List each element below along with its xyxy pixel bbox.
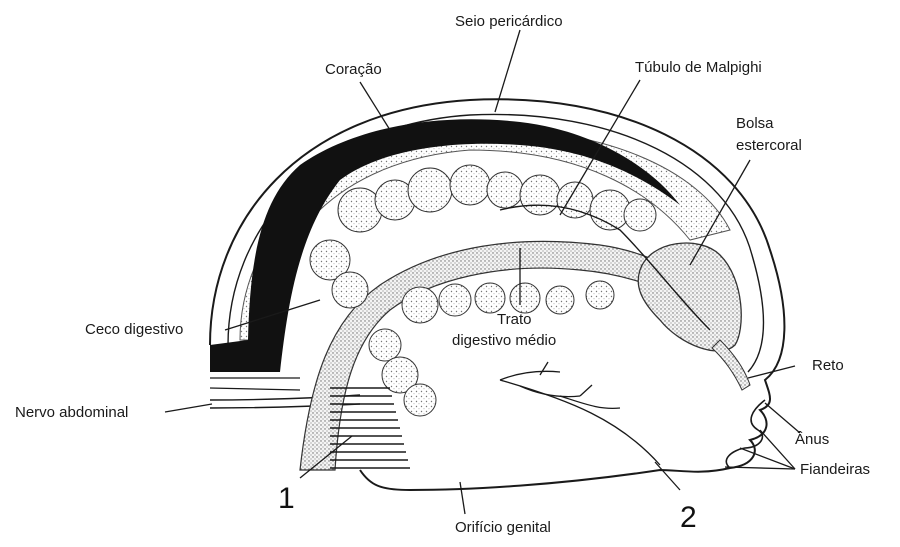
label-fiandeiras: Fiandeiras — [800, 461, 870, 478]
label-coracao: Coração — [325, 61, 382, 78]
label-tubulo-malpighi: Túbulo de Malpighi — [635, 59, 762, 76]
label-ceco-digestivo: Ceco digestivo — [85, 321, 183, 338]
label-nervo-abdominal: Nervo abdominal — [15, 404, 128, 421]
marker-2: 2 — [680, 501, 697, 534]
label-bolsa-line2: estercoral — [736, 137, 802, 154]
label-anus: Ânus — [795, 431, 829, 448]
label-reto: Reto — [812, 357, 844, 374]
marker-1: 1 — [278, 482, 295, 515]
label-bolsa-line1: Bolsa — [736, 115, 774, 132]
label-trato-line1: Trato — [497, 311, 531, 328]
stercoral-pocket — [638, 243, 741, 351]
label-trato-line2: digestivo médio — [452, 332, 556, 349]
label-seio-pericardico: Seio pericárdico — [455, 13, 563, 30]
digestive-caeca — [310, 165, 656, 416]
gonad-branches — [500, 362, 660, 465]
label-orificio-genital: Orifício genital — [455, 519, 551, 536]
heart-shape — [210, 119, 680, 372]
